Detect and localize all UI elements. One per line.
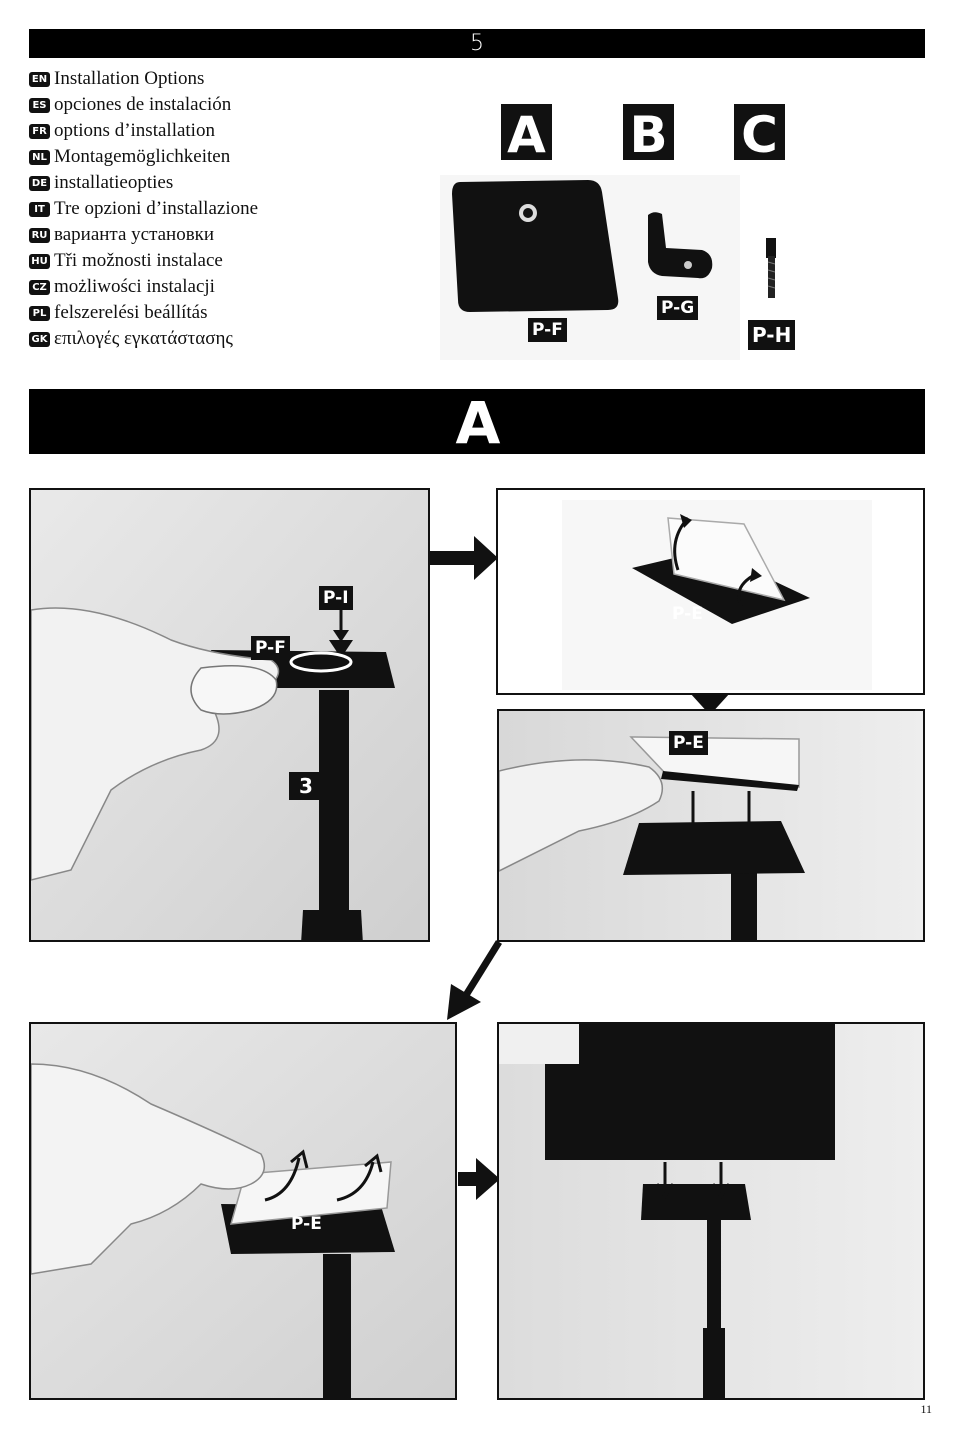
- language-badge: DE: [29, 175, 50, 191]
- step2-label-pe: P-E: [672, 604, 703, 624]
- option-text: Tři možnosti instalace: [54, 250, 223, 271]
- option-a-letter: A: [501, 104, 552, 164]
- step5-photo: [499, 1024, 923, 1398]
- option-text: felszerelési beállítás: [54, 302, 208, 323]
- language-badge: FR: [29, 123, 50, 139]
- section-title-bar: A: [29, 389, 925, 457]
- language-badge: IT: [29, 201, 50, 217]
- screw-image: [766, 238, 776, 258]
- language-badge: NL: [29, 149, 50, 165]
- page-number: 11: [920, 1402, 932, 1416]
- option-text: installatieopties: [54, 172, 174, 193]
- option-c-letter: C: [734, 104, 785, 164]
- step1-photo: [31, 490, 428, 940]
- language-badge: CZ: [29, 279, 50, 295]
- step1-label-stand: 3: [289, 772, 323, 800]
- step1-panel: P-I P-F 3: [29, 488, 430, 942]
- arrow-diagonal-icon: [447, 940, 502, 1020]
- option-text: options d’installation: [54, 120, 215, 141]
- step1-label-pi: P-I: [319, 586, 353, 610]
- parts-illustration: [440, 175, 776, 360]
- step4-label-pe: P-E: [291, 1214, 322, 1234]
- language-badge: GK: [29, 331, 50, 347]
- step2-panel: P-E: [496, 488, 925, 695]
- option-text: możliwości instalacji: [54, 276, 215, 297]
- step5-panel: [497, 1022, 925, 1400]
- language-badge: HU: [29, 253, 50, 269]
- arrow-right-icon: [458, 1158, 500, 1200]
- option-text: επιλογές εγκατάστασης: [54, 328, 233, 349]
- arrow-down-icon: [690, 693, 730, 715]
- step4-panel: P-E: [29, 1022, 457, 1400]
- step4-photo: [31, 1024, 455, 1398]
- step-number: 5: [470, 31, 484, 56]
- step3-panel: P-E: [497, 709, 925, 942]
- option-text: варианта установки: [54, 224, 215, 245]
- section-title: A: [455, 389, 501, 457]
- part-label-ph: P-H: [748, 320, 796, 350]
- step-number-bar: 5: [29, 29, 925, 58]
- step2-photo: [498, 490, 923, 693]
- option-text: opciones de instalación: [54, 94, 232, 115]
- step3-photo: [499, 711, 923, 940]
- part-label-pg: P-G: [657, 296, 699, 320]
- option-text: Montagemöglichkeiten: [54, 146, 231, 167]
- part-label-pf: P-F: [528, 318, 567, 342]
- language-badge: PL: [29, 305, 50, 321]
- language-badge: EN: [29, 71, 50, 87]
- option-text: Tre opzioni d’installazione: [54, 198, 259, 219]
- arrow-right-icon: [430, 536, 498, 580]
- language-badge: RU: [29, 227, 50, 243]
- mounting-plate-image: [452, 180, 619, 312]
- option-b-letter: B: [623, 104, 674, 164]
- step1-label-pf: P-F: [251, 636, 290, 660]
- option-text: Installation Options: [54, 68, 205, 89]
- step3-label-pe: P-E: [669, 731, 708, 755]
- angle-bracket-image: [648, 212, 713, 279]
- language-badge: ES: [29, 97, 50, 113]
